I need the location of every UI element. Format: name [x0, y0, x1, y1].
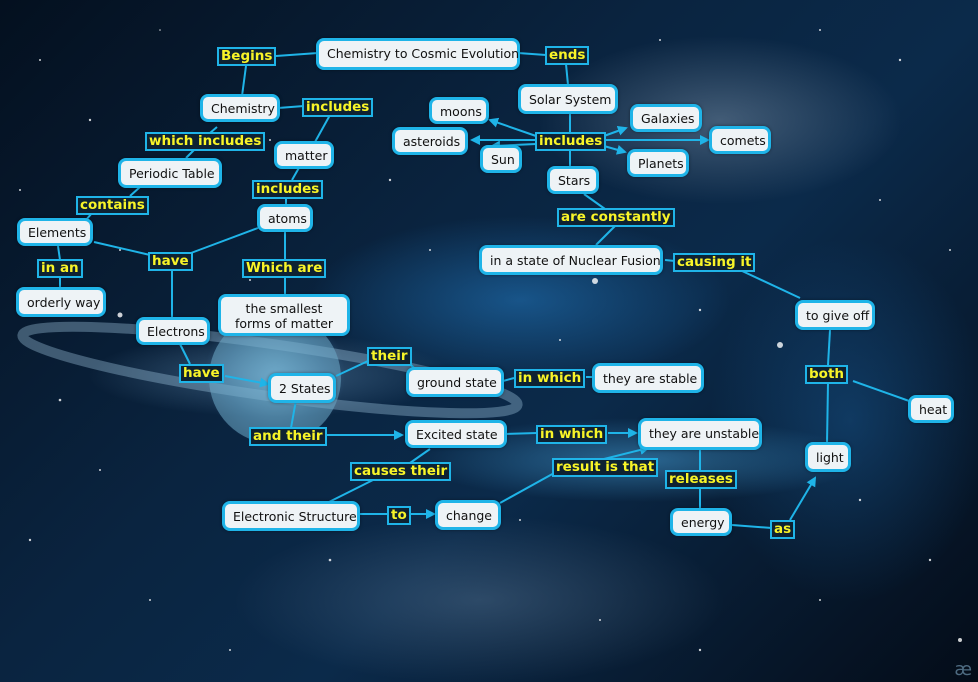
concept-energy[interactable]: energy — [670, 508, 732, 536]
link-includes-chemistry[interactable]: includes — [302, 98, 374, 117]
concept-periodic-table[interactable]: Periodic Table — [118, 158, 222, 188]
concept-elements[interactable]: Elements — [17, 218, 93, 246]
concept-chemistry[interactable]: Chemistry — [200, 94, 280, 122]
concept-stars[interactable]: Stars — [547, 166, 599, 194]
link-causes-their[interactable]: causes their — [350, 462, 452, 481]
concept-nuclear-fusion[interactable]: in a state of Nuclear Fusion — [479, 245, 663, 275]
concept-electronic-structure[interactable]: Electronic Structure — [222, 501, 360, 531]
concept-electrons[interactable]: Electrons — [136, 317, 210, 345]
concept-excited-state[interactable]: Excited state — [405, 420, 507, 448]
concept-unstable[interactable]: they are unstable — [638, 418, 762, 450]
link-have-electrons[interactable]: have — [179, 364, 224, 383]
concept-sun[interactable]: Sun — [480, 145, 522, 173]
concept-moons[interactable]: moons — [429, 97, 489, 124]
link-begins[interactable]: Begins — [217, 47, 277, 66]
concept-give-off[interactable]: to give off — [795, 300, 875, 330]
link-in-which-stable[interactable]: in which — [514, 369, 586, 388]
link-includes-matter[interactable]: includes — [252, 180, 324, 199]
link-as[interactable]: as — [770, 520, 796, 539]
link-causing-it[interactable]: causing it — [673, 253, 756, 272]
concept-comets[interactable]: comets — [709, 126, 771, 154]
link-have-elements[interactable]: have — [148, 252, 193, 271]
concept-galaxies[interactable]: Galaxies — [630, 104, 702, 132]
link-which-are[interactable]: Which are — [242, 259, 327, 278]
link-are-constantly[interactable]: are constantly — [557, 208, 675, 227]
concept-orderly-way[interactable]: orderly way — [16, 287, 106, 317]
link-in-which-unstable[interactable]: in which — [536, 425, 608, 444]
concept-light[interactable]: light — [805, 442, 851, 472]
concept-2-states[interactable]: 2 States — [268, 373, 336, 403]
link-in-an[interactable]: in an — [37, 259, 83, 278]
concept-asteroids[interactable]: asteroids — [392, 127, 468, 155]
concept-ground-state[interactable]: ground state — [406, 367, 504, 397]
link-ends[interactable]: ends — [545, 46, 590, 65]
concept-solar-system[interactable]: Solar System — [518, 84, 618, 114]
concept-change[interactable]: change — [435, 500, 501, 530]
concept-atoms[interactable]: atoms — [257, 204, 313, 232]
link-both[interactable]: both — [805, 365, 849, 384]
watermark-logo: æ — [954, 659, 972, 680]
concept-matter[interactable]: matter — [274, 141, 334, 169]
concept-heat[interactable]: heat — [908, 395, 954, 423]
link-to[interactable]: to — [387, 506, 411, 525]
link-releases[interactable]: releases — [665, 470, 737, 489]
concept-smallest-forms[interactable]: the smallest forms of matter — [218, 294, 350, 336]
link-and-their[interactable]: and their — [249, 427, 327, 446]
link-their[interactable]: their — [367, 347, 412, 366]
concept-stable[interactable]: they are stable — [592, 363, 704, 393]
concept-root[interactable]: Chemistry to Cosmic Evolution — [316, 38, 520, 70]
link-result-is-that[interactable]: result is that — [552, 458, 659, 477]
link-includes-solar[interactable]: includes — [535, 132, 607, 151]
link-contains[interactable]: contains — [76, 196, 149, 215]
concept-planets[interactable]: Planets — [627, 149, 689, 177]
link-which-includes[interactable]: which includes — [145, 132, 266, 151]
